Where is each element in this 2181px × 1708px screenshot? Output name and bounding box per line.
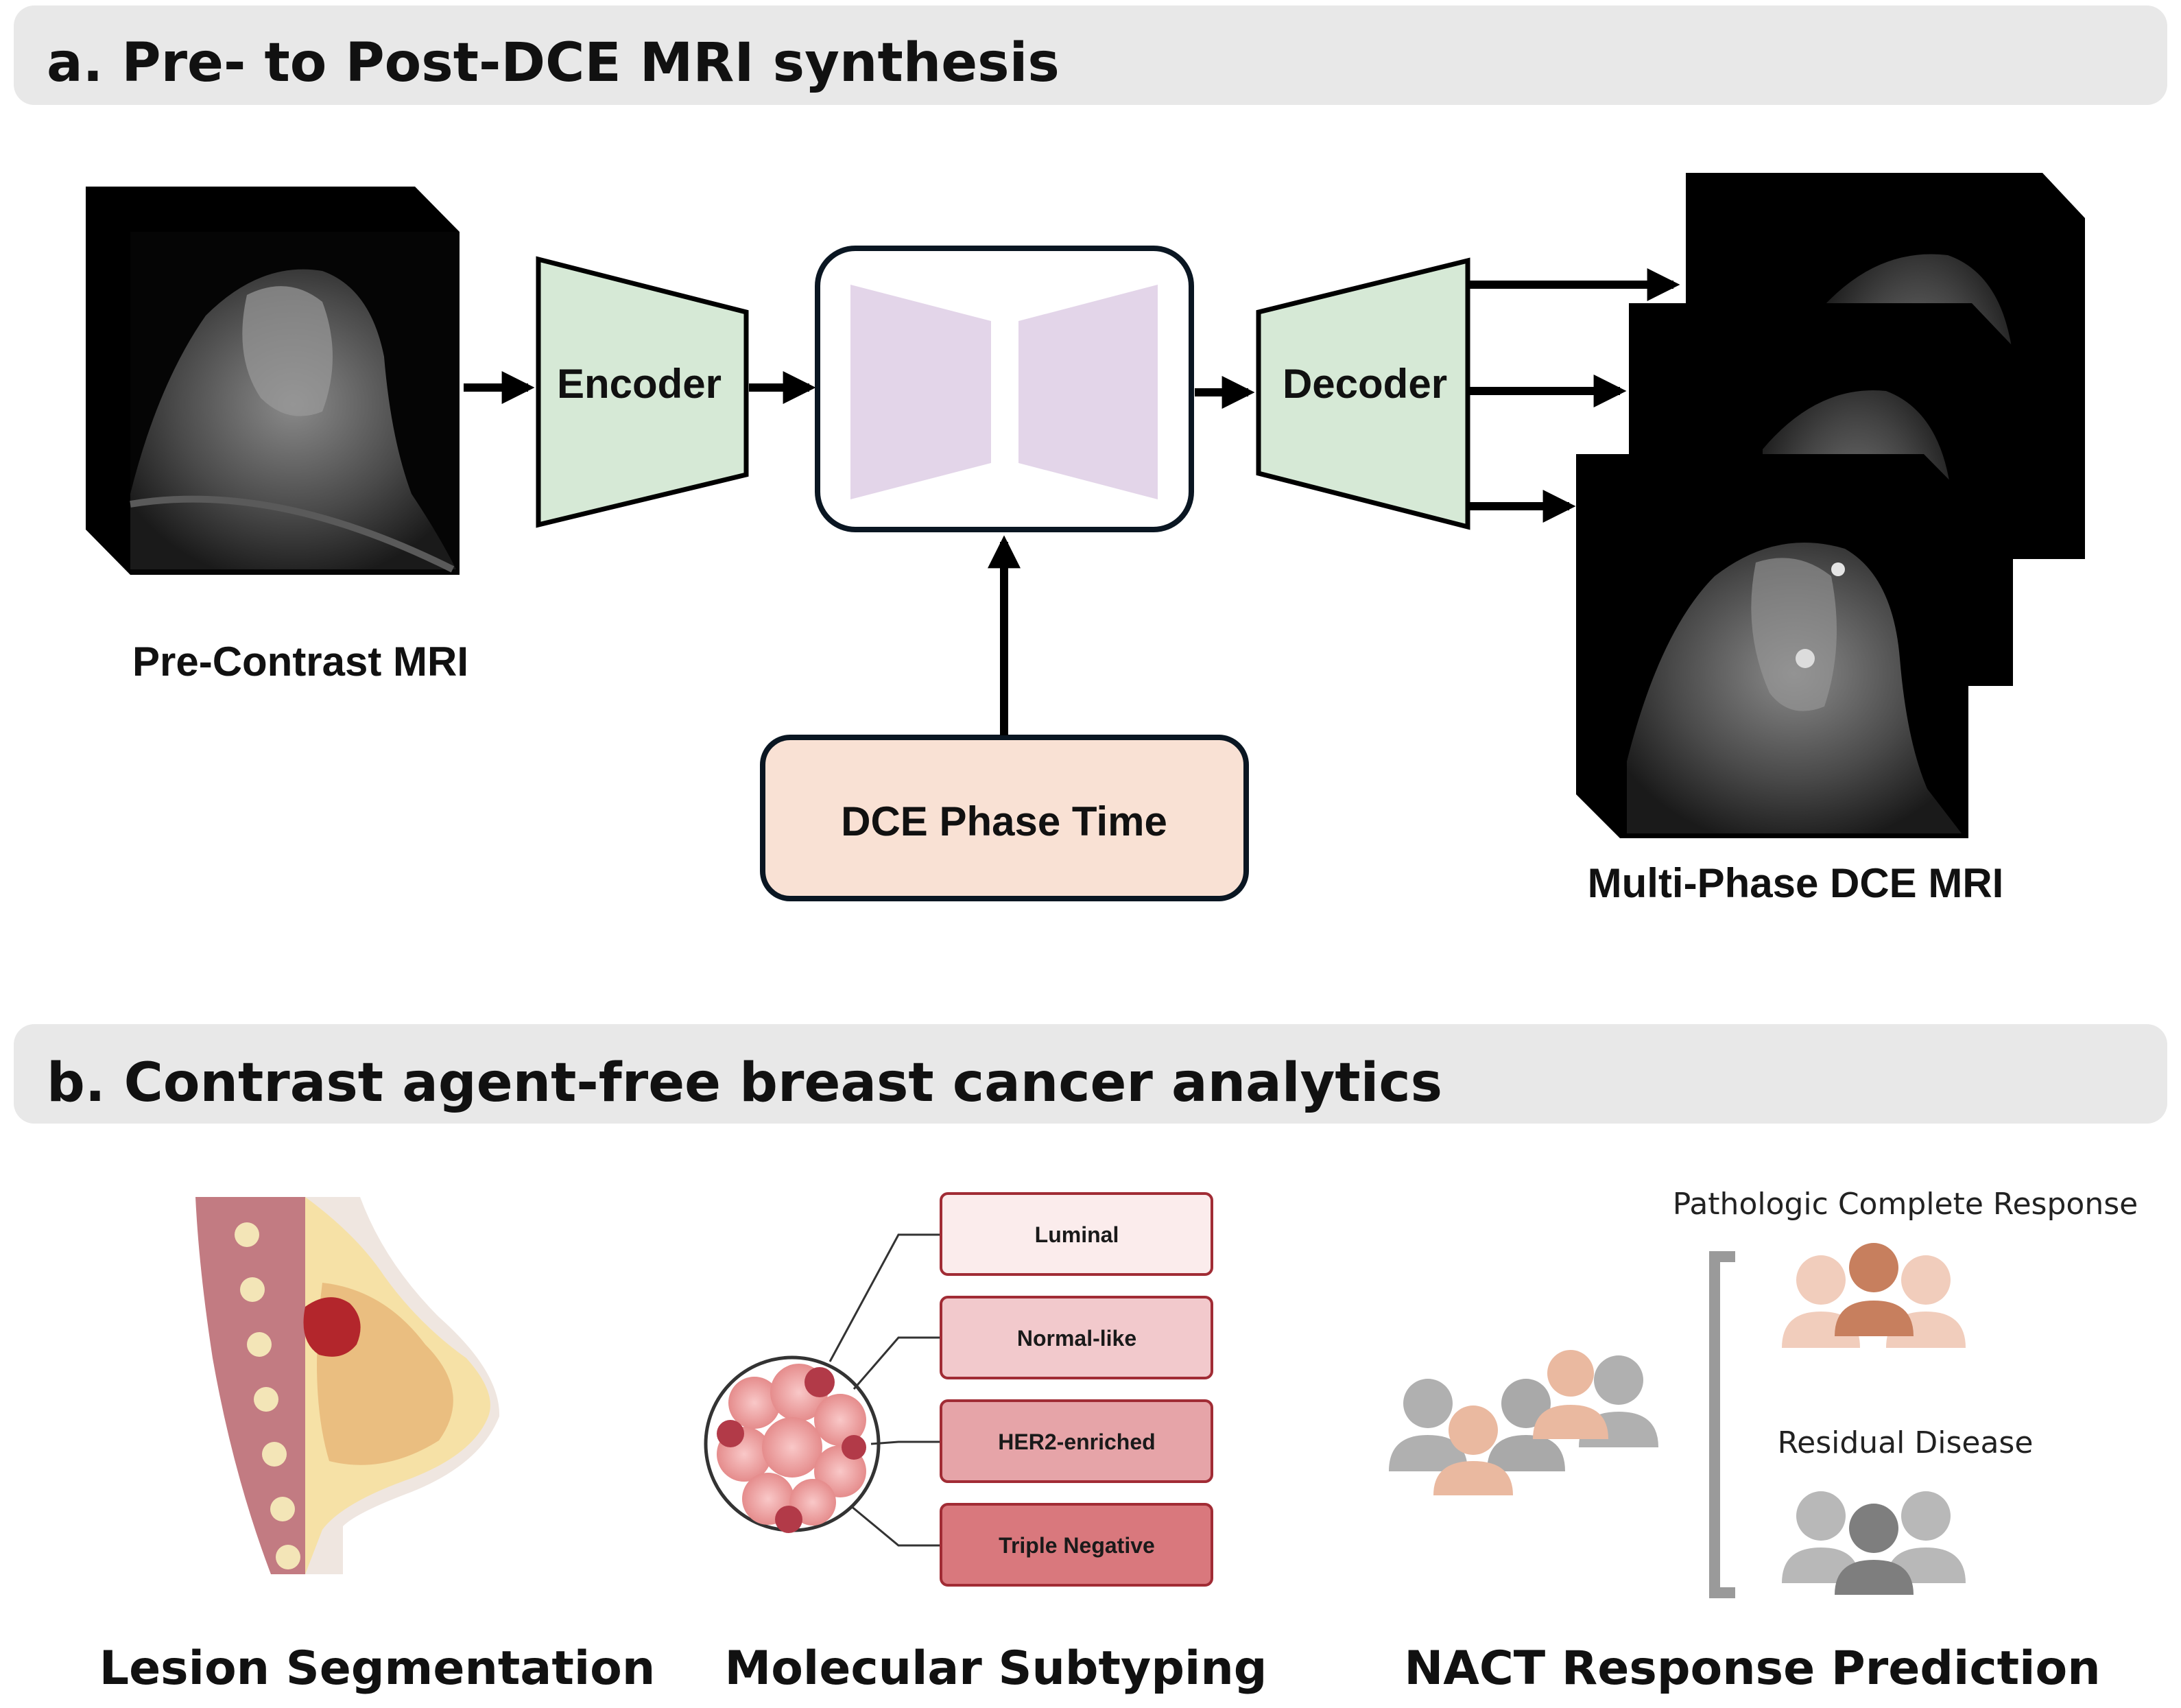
decoder-block (1256, 257, 1470, 530)
subtype-box-her2-enriched (940, 1399, 1213, 1483)
residual-group-icon (1782, 1491, 1966, 1595)
encoder-block (536, 256, 749, 528)
lesion-mark (303, 1297, 361, 1357)
group-label-pcr: Pathologic Complete Response (1673, 1187, 2138, 1222)
subtype-label-her2-enriched: HER2-enriched (998, 1430, 1155, 1454)
patient-cohort-icon (1389, 1350, 1658, 1495)
subtype-connectors (829, 1233, 941, 1547)
pre-contrast-caption: Pre-Contrast MRI (132, 639, 468, 685)
bottleneck-block (815, 246, 1194, 532)
panel-a-title: a. Pre- to Post-DCE MRI synthesis (47, 32, 1060, 94)
dce-phase-image-3 (1576, 454, 1968, 838)
encoder-label: Encoder (557, 361, 722, 407)
dce-phase-time-box (760, 735, 1249, 901)
subtype-boxes: Luminal Normal-like HER2-enriched Triple… (940, 1192, 1213, 1587)
decoder-label: Decoder (1283, 361, 1447, 407)
subtype-label-luminal: Luminal (1035, 1222, 1119, 1247)
breast-anatomy-illustration (195, 1197, 500, 1574)
pre-contrast-mri-image (86, 187, 460, 575)
panel-b-header-bar (14, 1024, 2167, 1124)
subtype-label-normal-like: Normal-like (1017, 1326, 1136, 1351)
task-nact-response-prediction: NACT Response Prediction (1404, 1641, 2100, 1696)
response-bracket (1709, 1251, 1735, 1598)
pcr-group-icon (1782, 1243, 1966, 1348)
subtype-box-luminal (940, 1192, 1213, 1276)
task-lesion-segmentation: Lesion Segmentation (99, 1641, 656, 1696)
task-molecular-subtyping: Molecular Subtyping (725, 1641, 1267, 1696)
panel-b-title: b. Contrast agent-free breast cancer ana… (47, 1052, 1442, 1114)
tumor-cell-cluster (704, 1355, 881, 1533)
panel-a-header-bar (14, 5, 2167, 105)
multi-phase-caption: Multi-Phase DCE MRI (1588, 860, 2004, 906)
panel-b: b. Contrast agent-free breast cancer ana… (14, 1024, 2167, 1696)
group-label-residual: Residual Disease (1778, 1425, 2034, 1460)
multi-phase-dce-images (1576, 173, 2085, 838)
subtype-label-triple-negative: Triple Negative (999, 1533, 1155, 1558)
subtype-box-normal-like (940, 1296, 1213, 1379)
panel-a: a. Pre- to Post-DCE MRI synthesis Pre-Co… (14, 5, 2167, 906)
subtype-box-triple-negative (940, 1503, 1213, 1587)
dce-phase-time-label: DCE Phase Time (841, 798, 1167, 844)
